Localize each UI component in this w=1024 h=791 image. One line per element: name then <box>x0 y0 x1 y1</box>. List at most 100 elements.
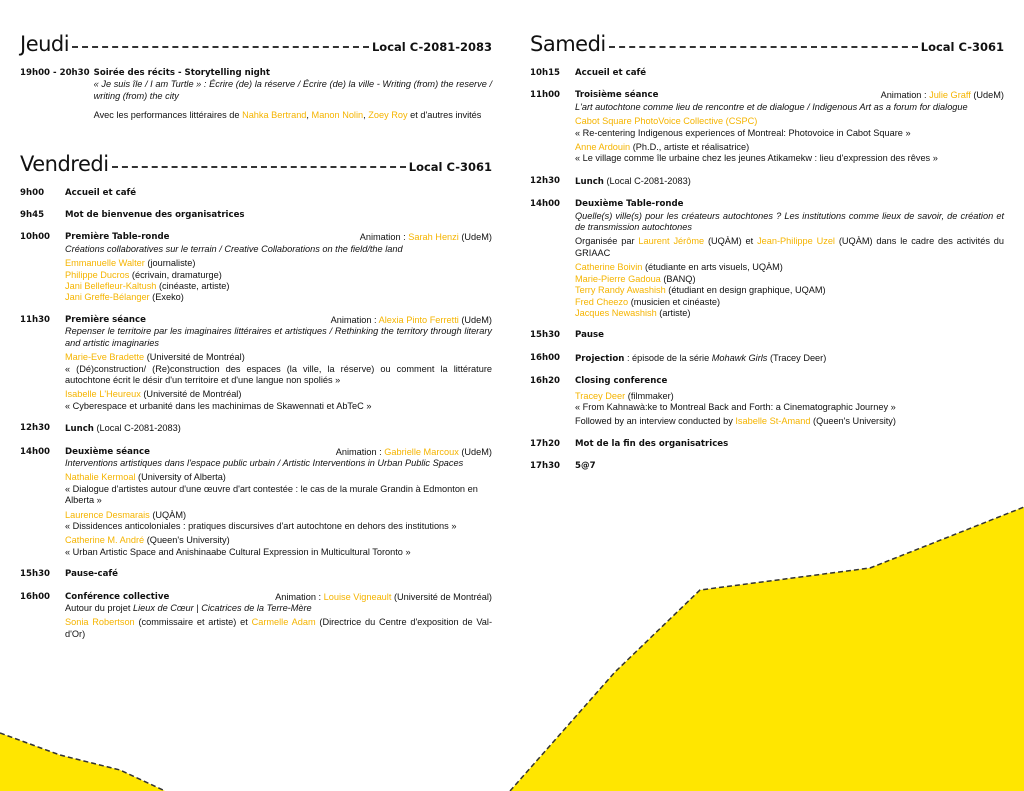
day-header-thursday: Jeudi Local C-2081-2083 <box>20 32 492 56</box>
event-location: (Local C-2081-2083) <box>606 175 691 186</box>
dashed-edge-right <box>509 506 1024 791</box>
room-label: Local C-3061 <box>920 40 1004 54</box>
performer-name: Nahka Bertrand <box>242 110 307 121</box>
event-welcome-speech: 9h45 Mot de bienvenue des organisatrices <box>20 210 492 221</box>
moderator: Animation : Louise Vigneault (Université… <box>275 591 492 602</box>
event-closing-words: 17h20 Mot de la fin des organisatrices <box>530 439 1004 450</box>
event-title: 5@7 <box>575 461 596 472</box>
event-cocktail: 17h30 5@7 <box>530 461 1004 472</box>
event-subtitle: Quelle(s) ville(s) pour les créateurs au… <box>575 210 1004 233</box>
event-time: 12h30 <box>530 175 561 186</box>
dashed-divider <box>608 46 918 48</box>
event-title: Deuxième Table-ronde <box>575 199 684 210</box>
speaker: Fred Cheezo (musicien et cinéaste) <box>575 296 721 307</box>
speaker: Nathalie Kermoal (University of Alberta) <box>65 472 226 483</box>
moderator: Animation : Julie Graff (UdeM) <box>880 90 1004 101</box>
day-name: Jeudi <box>20 32 70 56</box>
speaker: Terry Randy Awashish (étudiant en design… <box>575 285 826 296</box>
event-time: 19h00 - 20h30 <box>20 68 90 78</box>
organizers-line: Organisée par Laurent Jérôme (UQÀM) et J… <box>575 236 1005 258</box>
room-label: Local C-2081-2083 <box>371 40 492 54</box>
event-title: Lunch <box>65 424 94 435</box>
left-column: Jeudi Local C-2081-2083 19h00 - 20h30 So… <box>20 32 492 651</box>
speaker: Laurence Desmarais (UQÀM) <box>65 509 187 520</box>
event-time: 16h00 <box>530 352 561 363</box>
speaker: Jani Greffe-Bélanger (Exeko) <box>65 292 184 303</box>
event-welcome-coffee: 9h00 Accueil et café <box>20 188 492 199</box>
dashed-divider <box>111 165 406 168</box>
day-header-friday: Vendredi Local C-3061 <box>20 152 492 176</box>
talk-title: « Re-centering Indigenous experiences of… <box>575 127 911 138</box>
room-label: Local C-3061 <box>408 159 492 174</box>
event-first-roundtable: 10h00 Première Table-ronde Animation : S… <box>20 232 492 303</box>
day-header-saturday: Samedi Local C-3061 <box>530 32 1004 56</box>
speaker: Philippe Ducros (écrivain, dramaturge) <box>65 269 222 280</box>
moderator: Animation : Sarah Henzi (UdeM) <box>359 232 492 243</box>
event-subtitle: L'art autochtone comme lieu de rencontre… <box>575 101 968 112</box>
event-time: 16h20 <box>530 376 561 387</box>
event-time: 9h45 <box>20 210 45 221</box>
speaker: Catherine Boivin (étudiante en arts visu… <box>575 262 783 273</box>
event-title: Première séance <box>65 314 146 325</box>
talk-title: « Cyberespace et urbanité dans les machi… <box>65 400 372 411</box>
talk-title: « Le village comme île urbaine chez les … <box>575 153 938 164</box>
event-title: Première Table-ronde <box>65 232 170 243</box>
talk-title: « Dissidences anticoloniales : pratiques… <box>65 520 457 531</box>
event-subtitle: Repenser le territoire par les imaginair… <box>65 326 492 348</box>
event-second-roundtable: 14h00 Deuxième Table-ronde Quelle(s) vil… <box>530 199 1004 319</box>
event-time: 15h30 <box>530 330 561 341</box>
event-time: 14h00 <box>20 446 51 457</box>
moderator: Animation : Gabrielle Marcoux (UdeM) <box>335 446 492 457</box>
event-subtitle: Créations collaboratives sur le terrain … <box>65 243 403 254</box>
event-time: 17h30 <box>530 461 561 472</box>
event-time: 17h20 <box>530 438 561 449</box>
event-storytelling-night: 19h00 - 20h30 Soirée des récits - Storyt… <box>20 68 492 122</box>
event-time: 15h30 <box>20 569 51 580</box>
yellow-shape-left <box>0 733 165 791</box>
event-time: 11h00 <box>530 90 561 101</box>
event-first-session: 11h30 Première séance Animation : Alexia… <box>20 315 492 412</box>
speaker-list: Catherine Boivin (étudiante en arts visu… <box>575 262 1004 319</box>
event-title: Conférence collective <box>65 591 170 602</box>
event-lunch: 12h30 Lunch (Local C-2081-2083) <box>530 176 1004 188</box>
event-collective-conference: 16h00 Conférence collective Animation : … <box>20 592 492 641</box>
speaker: Cabot Square PhotoVoice Collective (CSPC… <box>575 116 758 127</box>
event-time: 10h15 <box>530 68 561 78</box>
speaker: Catherine M. André (Queen's University) <box>65 535 230 546</box>
performers-line: Avec les performances littéraires de Nah… <box>93 110 482 121</box>
talk-title: « (Dé)construction/ (Re)construction des… <box>65 363 492 385</box>
event-title: Deuxième séance <box>65 446 150 457</box>
event-projection: 16h00 Projection : épisode de la série M… <box>530 352 827 364</box>
performer-name: Zoey Roy <box>368 110 408 121</box>
speaker-list: Sonia Robertson (commissaire et artiste)… <box>65 617 493 639</box>
event-title: Pause <box>575 330 604 341</box>
speaker: Emmanuelle Walter (journaliste) <box>65 258 196 269</box>
event-third-session: 11h00 Troisième séance Animation : Julie… <box>530 90 1004 164</box>
event-time: 14h00 <box>530 199 561 210</box>
event-location: (Local C-2081-2083) <box>96 423 181 434</box>
event-title: Lunch <box>575 176 604 187</box>
dashed-divider <box>72 46 369 48</box>
day-name: Vendredi <box>20 151 109 176</box>
event-title: Troisième séance <box>575 90 659 101</box>
event-title: Soirée des récits - Storytelling night <box>93 68 271 78</box>
event-time: 16h00 <box>20 591 51 602</box>
event-welcome-coffee: 10h15 Accueil et café <box>530 68 1004 79</box>
event-subtitle: « Je suis île / I am Turtle » : Écrire (… <box>93 79 492 101</box>
event-time: 10h00 <box>20 232 51 243</box>
performer-name: Manon Nolin <box>311 110 364 121</box>
event-time: 9h00 <box>20 187 45 198</box>
interview-line: Followed by an interview conducted by Is… <box>575 416 896 427</box>
talk-title: « Urban Artistic Space and Anishinaabe C… <box>65 546 411 557</box>
speaker: Isabelle L'Heureux (Université de Montré… <box>65 389 242 400</box>
event-title: Accueil et café <box>65 187 137 198</box>
event-title: Mot de bienvenue des organisatrices <box>65 210 245 221</box>
event-title: Closing conference <box>575 376 668 387</box>
event-time: 11h30 <box>20 314 51 325</box>
speaker: Jacques Newashish (artiste) <box>575 307 691 318</box>
speaker: Tracey Deer (filmmaker) <box>575 390 674 401</box>
event-pause: 15h30 Pause <box>530 330 1004 341</box>
right-column: Samedi Local C-3061 10h15 Accueil et caf… <box>530 32 1004 484</box>
speaker: Jani Bellefleur-Kaltush (cinéaste, artis… <box>65 281 230 292</box>
